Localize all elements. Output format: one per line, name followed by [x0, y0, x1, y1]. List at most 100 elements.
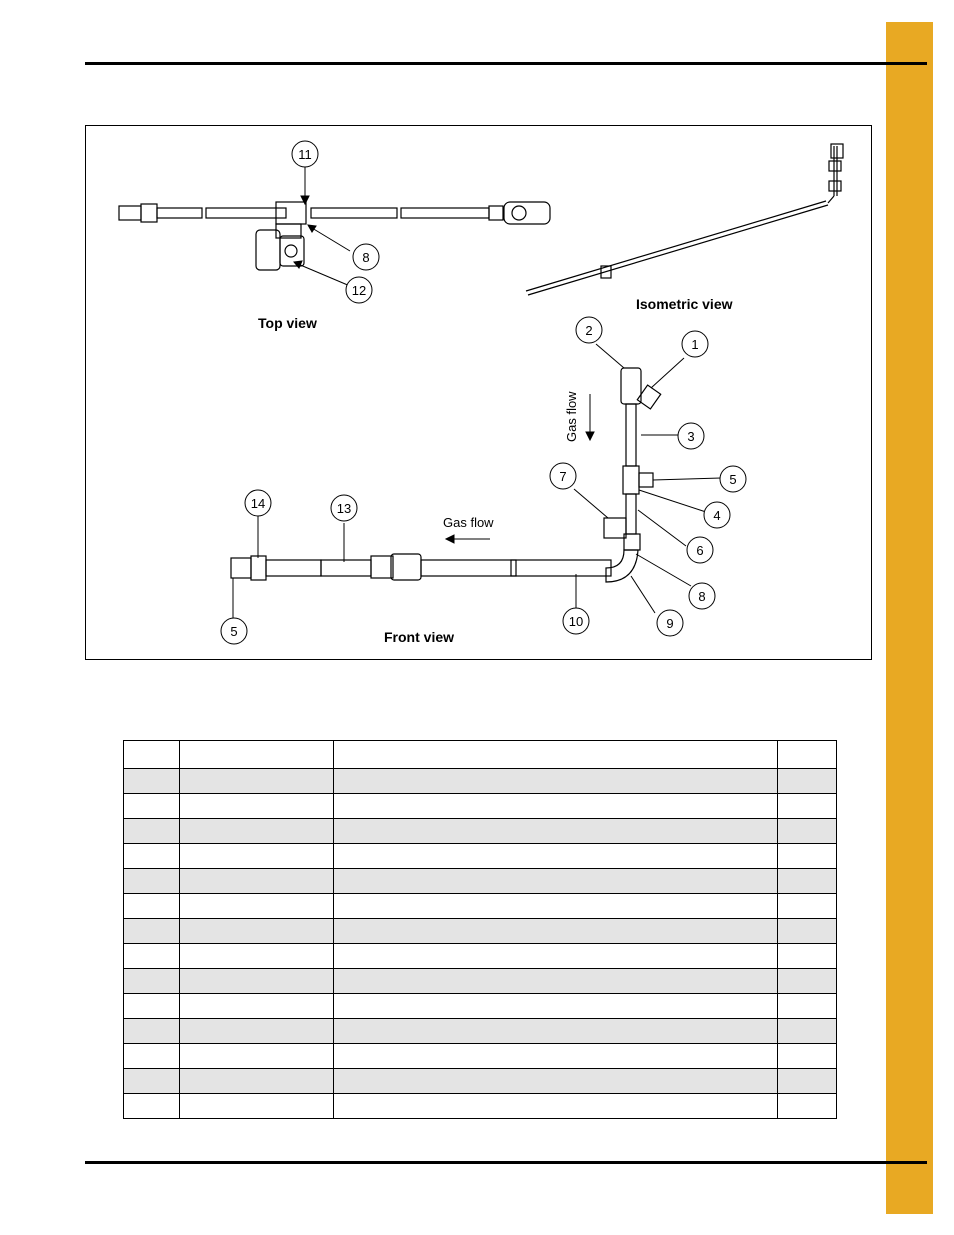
table-cell	[123, 893, 180, 919]
table-row	[123, 1018, 837, 1044]
table-cell	[179, 868, 334, 894]
callout-label: 14	[251, 496, 265, 511]
callout-label: 11	[298, 147, 312, 162]
table-cell	[777, 843, 837, 869]
table-cell	[333, 1043, 778, 1069]
table-cell	[123, 1068, 180, 1094]
table-cell	[123, 1043, 180, 1069]
table-cell	[179, 843, 334, 869]
table-cell	[333, 968, 778, 994]
callout-8	[352, 243, 380, 271]
table-cell	[777, 1093, 837, 1119]
table-cell	[777, 1068, 837, 1094]
table-row	[123, 968, 837, 994]
callout-7	[549, 462, 577, 490]
table-cell	[333, 1093, 778, 1119]
table-cell	[179, 968, 334, 994]
callout-label: 1	[691, 337, 698, 352]
isometric-view-label: Isometric view	[636, 296, 733, 312]
table-row	[123, 893, 837, 919]
table-header-row	[123, 740, 837, 769]
table-cell	[179, 768, 334, 794]
callout-label: 12	[352, 283, 366, 298]
table-row	[123, 1093, 837, 1119]
front-view-label: Front view	[384, 629, 454, 645]
callout-label: 8	[698, 589, 705, 604]
gas-flow-label-horizontal: Gas flow	[443, 515, 494, 530]
table-cell	[123, 818, 180, 844]
table-cell	[179, 943, 334, 969]
table-cell	[333, 918, 778, 944]
table-cell	[333, 768, 778, 794]
table-cell	[333, 818, 778, 844]
table-row	[123, 1068, 837, 1094]
callout-14	[244, 489, 272, 517]
table-cell	[179, 793, 334, 819]
callout-2	[575, 316, 603, 344]
callout-label: 3	[687, 429, 694, 444]
table-row	[123, 918, 837, 944]
callout-label: 8	[362, 250, 369, 265]
callout-10	[562, 607, 590, 635]
table-cell	[777, 868, 837, 894]
table-cell	[123, 1018, 180, 1044]
callout-11	[291, 140, 319, 168]
table-cell	[777, 768, 837, 794]
table-row	[123, 768, 837, 794]
table-cell	[179, 1068, 334, 1094]
table-cell	[123, 1093, 180, 1119]
table-cell	[777, 793, 837, 819]
table-cell	[123, 968, 180, 994]
table-cell	[179, 1043, 334, 1069]
isometric-view-drawing	[525, 143, 844, 296]
gas-flow-label-vertical: Gas flow	[564, 391, 579, 442]
table-cell	[179, 893, 334, 919]
callout-label: 10	[569, 614, 583, 629]
table-header-cell	[333, 740, 778, 769]
front-view-drawing	[230, 367, 662, 583]
table-cell	[123, 943, 180, 969]
table-row	[123, 993, 837, 1019]
table-cell	[123, 843, 180, 869]
table-cell	[333, 843, 778, 869]
table-cell	[333, 893, 778, 919]
table-cell	[777, 968, 837, 994]
table-cell	[777, 818, 837, 844]
table-cell	[123, 868, 180, 894]
table-row	[123, 843, 837, 869]
top-view-drawing	[118, 201, 551, 271]
table-cell	[777, 943, 837, 969]
callout-label: 6	[696, 543, 703, 558]
table-cell	[777, 1018, 837, 1044]
callout-4	[703, 501, 731, 529]
callout-6	[686, 536, 714, 564]
callout-5b	[220, 617, 248, 645]
table-row	[123, 943, 837, 969]
table-cell	[123, 918, 180, 944]
table-cell	[333, 1068, 778, 1094]
section-tab	[886, 22, 933, 1214]
table-header-cell	[179, 740, 334, 769]
callout-label: 4	[713, 508, 720, 523]
table-cell	[179, 1018, 334, 1044]
callout-label: 5	[729, 472, 736, 487]
table-cell	[123, 993, 180, 1019]
callout-label: 2	[585, 323, 592, 338]
callout-12	[345, 276, 373, 304]
assembly-drawing: 11 8 12 2 1 3 5 4 6 7 14 13 8 9 10 5 Top…	[118, 140, 844, 645]
table-cell	[123, 768, 180, 794]
callout-1	[681, 330, 709, 358]
callout-label: 9	[666, 616, 673, 631]
callout-9	[656, 609, 684, 637]
table-cell	[333, 1018, 778, 1044]
table-cell	[333, 793, 778, 819]
header-rule	[85, 62, 927, 65]
table-cell	[777, 993, 837, 1019]
table-cell	[179, 1093, 334, 1119]
table-cell	[179, 993, 334, 1019]
callout-5	[719, 465, 747, 493]
parts-list-table	[123, 740, 837, 1119]
table-row	[123, 818, 837, 844]
table-cell	[179, 918, 334, 944]
assembly-figure: 11 8 12 2 1 3 5 4 6 7 14 13 8 9 10 5 Top…	[85, 125, 872, 660]
